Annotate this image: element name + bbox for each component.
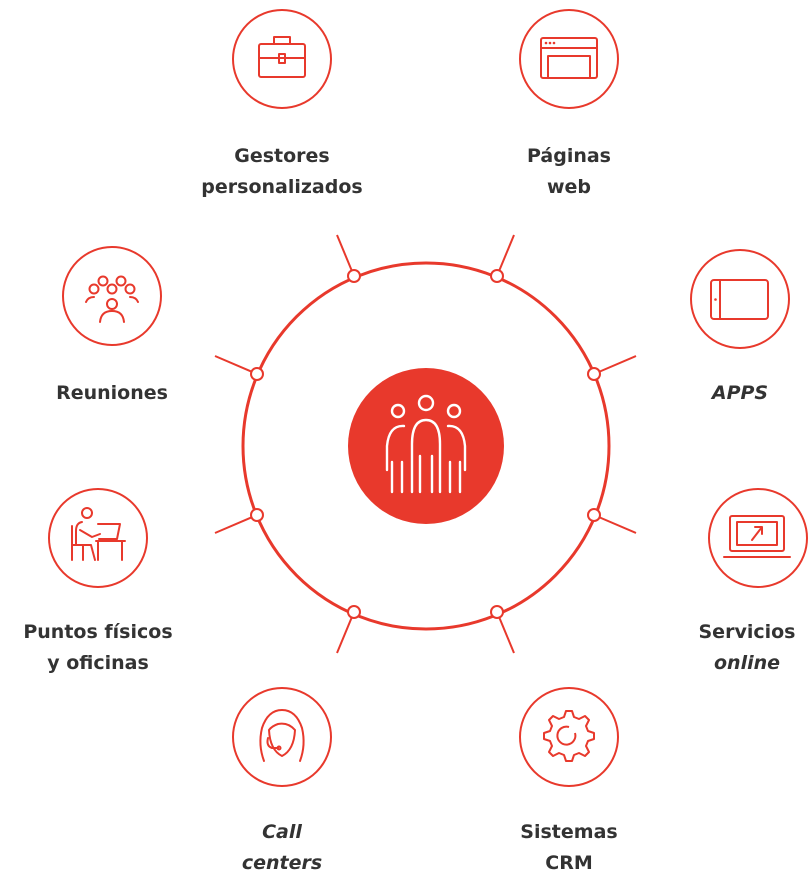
label-line: Sistemas	[520, 821, 618, 843]
label-line: centers	[241, 852, 323, 874]
spoke	[593, 355, 637, 375]
spoke	[336, 611, 355, 654]
spoke	[336, 234, 355, 277]
center-circle	[348, 368, 504, 524]
label-line: Reuniones	[56, 382, 168, 404]
channel-reuniones	[62, 246, 162, 346]
ring-node	[490, 605, 504, 619]
label-paginas-web: Páginas web	[489, 141, 649, 203]
label-line: online	[713, 652, 781, 674]
spoke	[496, 611, 515, 654]
label-reuniones: Reuniones	[32, 378, 192, 409]
headset-agent-icon	[259, 709, 305, 762]
label-gestores: Gestores personalizados	[182, 141, 382, 203]
label-line: CRM	[545, 852, 593, 874]
people-group-icon	[385, 394, 467, 494]
outer-ring	[241, 261, 611, 631]
ring-node	[347, 605, 361, 619]
spokes	[214, 234, 637, 654]
meeting-group-icon	[85, 275, 139, 323]
ring-node	[587, 508, 601, 522]
channel-call-centers	[232, 687, 332, 787]
spoke	[593, 514, 637, 534]
label-line: Páginas	[526, 145, 611, 167]
spoke	[496, 234, 515, 277]
ring-node	[587, 367, 601, 381]
label-line: Gestores	[234, 145, 330, 167]
laptop-cursor-icon	[723, 515, 791, 558]
ring-node	[347, 269, 361, 283]
label-line: personalizados	[201, 176, 363, 198]
channel-apps	[690, 249, 790, 349]
channel-paginas-web	[519, 9, 619, 109]
ring-nodes	[250, 269, 601, 619]
ring-node	[250, 367, 264, 381]
briefcase-icon	[258, 36, 306, 78]
label-line: APPS	[711, 382, 769, 404]
tablet-icon	[710, 279, 769, 320]
spoke	[214, 355, 258, 375]
gear-icon	[543, 710, 595, 762]
channel-sistemas-crm	[519, 687, 619, 787]
browser-window-icon	[540, 37, 598, 79]
center-hub	[348, 368, 504, 524]
label-line: web	[546, 176, 592, 198]
label-line: Servicios	[698, 621, 796, 643]
channel-servicios-online	[708, 488, 808, 588]
ring-node	[250, 508, 264, 522]
label-servicios-online: Servicios online	[682, 617, 812, 679]
label-call-centers: Call centers	[212, 817, 352, 879]
label-sistemas-crm: Sistemas CRM	[489, 817, 649, 879]
label-puntos-fisicos: Puntos físicos y oficinas	[0, 617, 196, 679]
person-at-desk-icon	[71, 507, 126, 561]
channel-gestores	[232, 9, 332, 109]
channel-puntos-fisicos	[48, 488, 148, 588]
label-line: Call	[262, 821, 302, 843]
label-line: Puntos físicos	[23, 621, 173, 643]
label-line: y oficinas	[47, 652, 149, 674]
spoke	[214, 514, 258, 534]
label-apps: APPS	[680, 378, 800, 409]
ring-node	[490, 269, 504, 283]
